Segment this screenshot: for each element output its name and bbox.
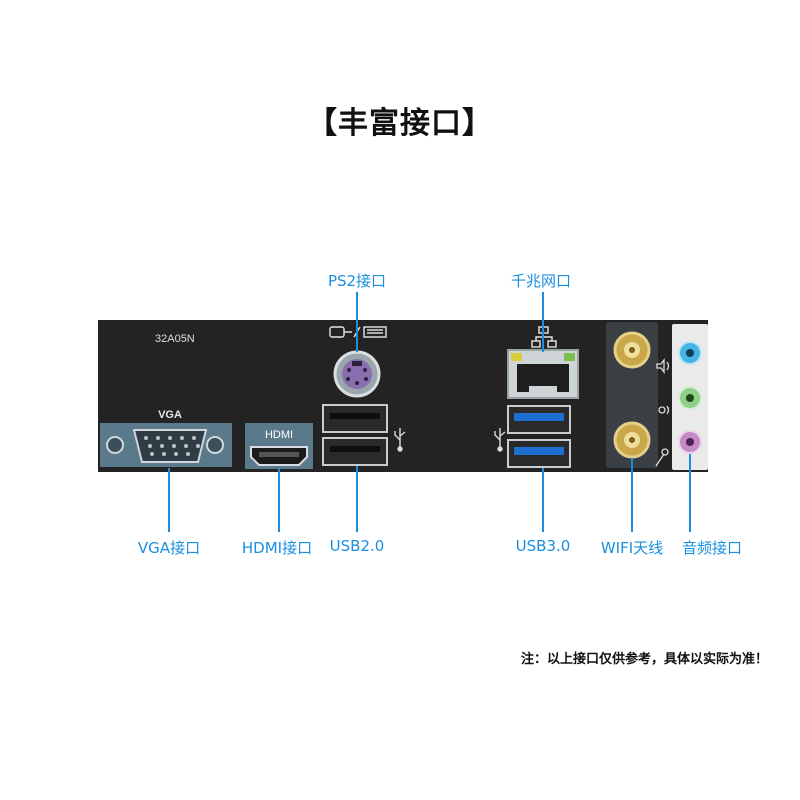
callout-vga: VGA接口 xyxy=(137,539,201,557)
callout-lan: 千兆网口 xyxy=(510,272,572,290)
callout-lines xyxy=(168,292,691,532)
usb2-port-icon xyxy=(322,404,388,466)
callout-ps2: PS2接口 xyxy=(327,272,387,290)
ps2-port-icon xyxy=(333,350,381,398)
usb3-symbol-icon xyxy=(494,428,506,452)
vga-panel-label: VGA xyxy=(158,409,182,421)
callout-audio: 音频接口 xyxy=(681,539,743,557)
wifi-antenna-connector-icon xyxy=(613,331,651,459)
lan-port-icon xyxy=(507,349,579,399)
callout-hdmi: HDMI接口 xyxy=(241,539,313,557)
audio-jack-icons xyxy=(678,341,702,454)
audio-symbol-icons xyxy=(655,358,670,467)
usb2-symbol-icon xyxy=(394,428,406,452)
callout-wifi: WIFI天线 xyxy=(600,539,664,557)
usb3-port-icon xyxy=(507,405,571,468)
hdmi-port-icon: HDMI xyxy=(245,423,313,469)
panel-model-text: 32A05N xyxy=(155,333,195,345)
page-title: 【丰富接口】 xyxy=(307,106,493,141)
vga-port-icon xyxy=(100,423,232,467)
hdmi-panel-label: HDMI xyxy=(265,429,293,441)
disclaimer-note: 注：以上接口仅供参考，具体以实际为准！ xyxy=(520,652,768,667)
callout-usb2: USB2.0 xyxy=(329,537,385,555)
callout-usb3: USB3.0 xyxy=(515,537,571,555)
